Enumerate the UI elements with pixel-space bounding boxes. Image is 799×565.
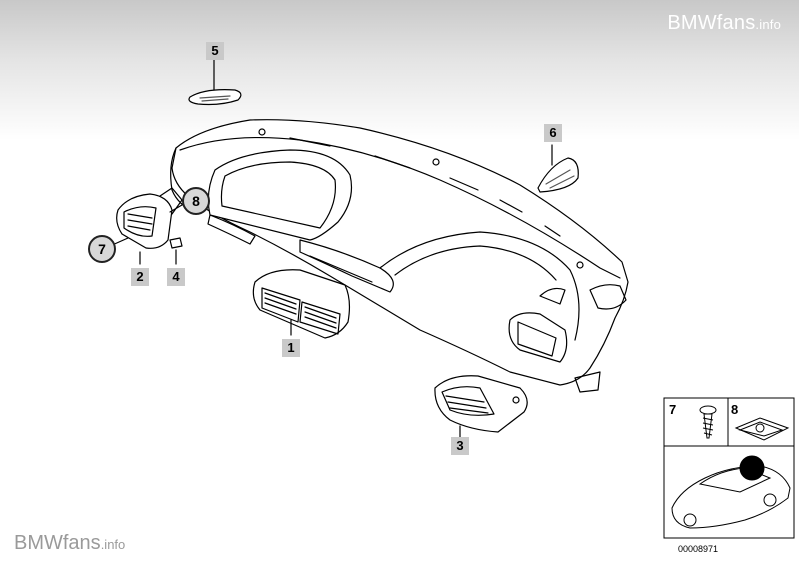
part6-cover: [537, 157, 579, 193]
part3-lower-vent: [434, 375, 528, 433]
watermark-bottom-suffix: .info: [100, 537, 126, 552]
inset-label-7: 7: [669, 402, 677, 417]
watermark-top: BMWfans.info: [667, 12, 781, 35]
callout-part6: 6: [544, 124, 562, 142]
reference-number: 00008971: [678, 544, 719, 554]
watermark-bottom-brand: BMWfans: [14, 532, 101, 554]
instrument-cluster-hood: [207, 149, 353, 241]
inset-label-8: 8: [731, 402, 739, 417]
callout-part2: 2: [131, 268, 149, 286]
part4-clip: [169, 237, 183, 249]
callout-part5: 5: [206, 42, 224, 60]
inset-car-icon: [671, 455, 791, 529]
inset-screw-icon: [699, 405, 717, 439]
part2-side-vent: [116, 193, 173, 249]
callout-part1: 1: [282, 339, 300, 357]
glovebox-vent: [508, 312, 568, 363]
watermark-bottom: BMWfans.info: [14, 532, 125, 555]
watermark-top-brand: BMWfans: [667, 12, 756, 34]
callout-part7-circle: 7: [88, 235, 116, 263]
callout-part8-circle: 8: [182, 187, 210, 215]
inset-box: [663, 397, 795, 539]
inset-clip-icon: [734, 417, 790, 441]
callout-part3: 3: [451, 437, 469, 455]
watermark-top-suffix: .info: [755, 17, 781, 32]
callout-part4: 4: [167, 268, 185, 286]
